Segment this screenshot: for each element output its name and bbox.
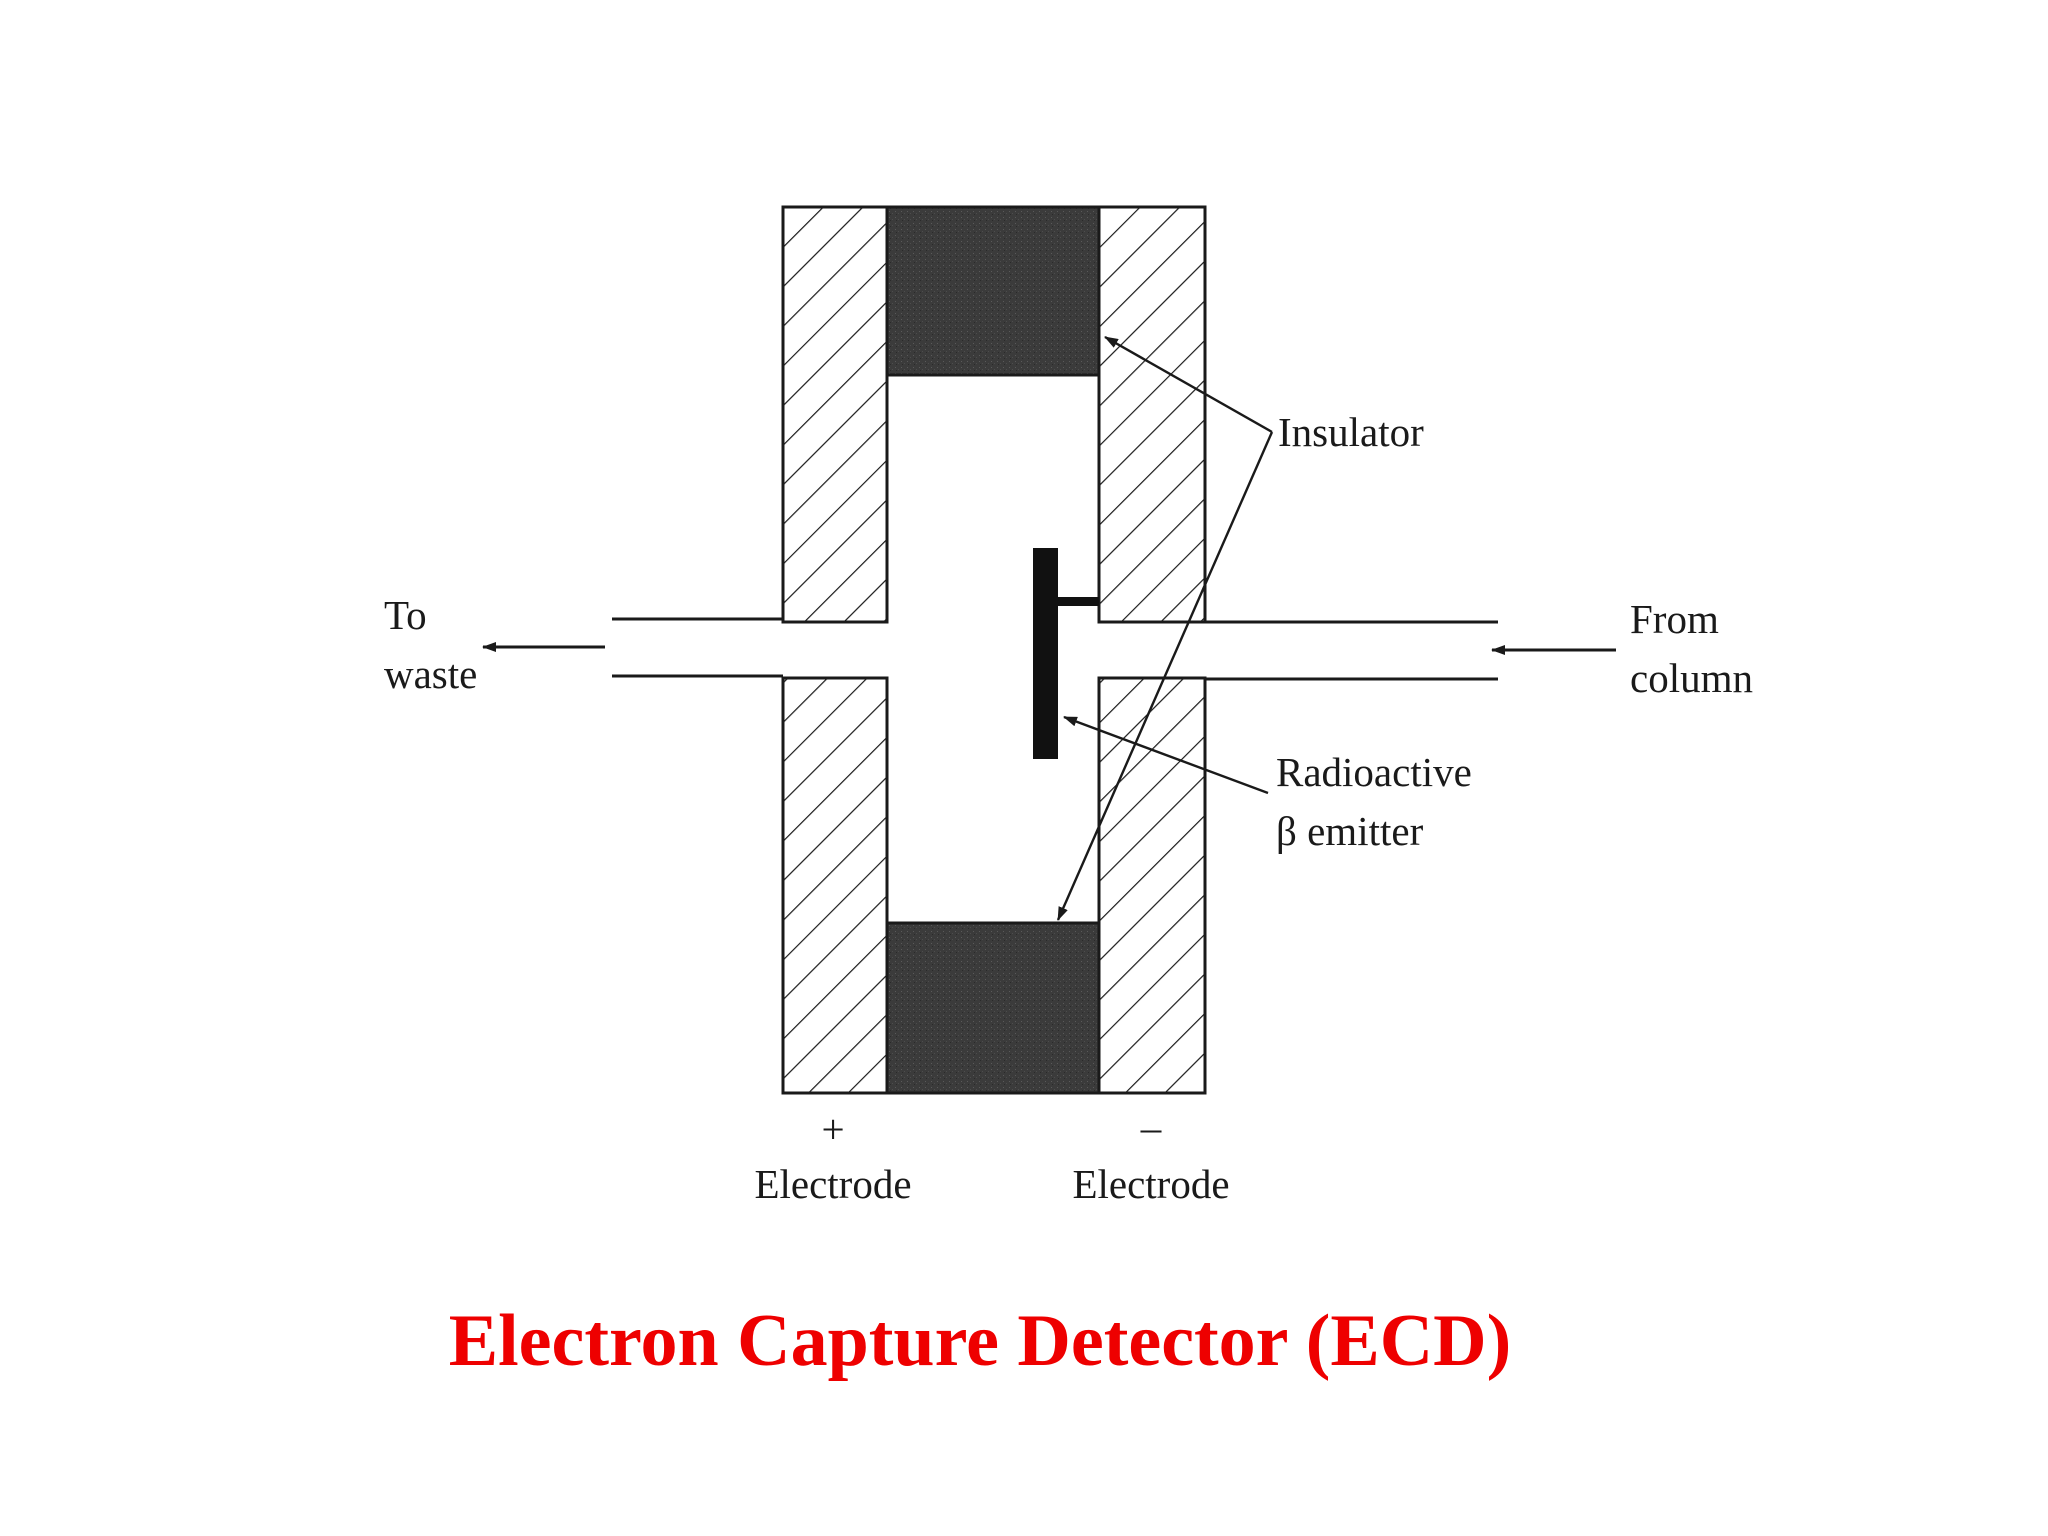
insulator-pointer-lines	[1056, 335, 1274, 921]
emitter-label-line1: Radioactive	[1276, 749, 1472, 795]
positive-electrode-wall	[781, 205, 889, 1095]
negative-sign: –	[1140, 1104, 1162, 1150]
insulator-label: Insulator	[1278, 409, 1424, 455]
insulator-bottom-block	[885, 921, 1101, 1095]
diagram-title: Electron Capture Detector (ECD)	[449, 1300, 1511, 1382]
emitter-pointer-line	[1063, 715, 1269, 795]
negative-electrode-label: Electrode	[1072, 1161, 1229, 1207]
beta-emitter	[1033, 548, 1099, 759]
from-column-label-line2: column	[1630, 655, 1753, 701]
negative-electrode-wall	[1097, 205, 1207, 1095]
insulator-top-block	[885, 205, 1101, 377]
gas-tube-left	[612, 617, 783, 678]
positive-sign: +	[821, 1106, 844, 1152]
to-waste-label-line1: To	[384, 592, 427, 638]
emitter-label-line2: β emitter	[1276, 808, 1424, 854]
to-waste-label-line2: waste	[384, 651, 477, 697]
from-column-label-line1: From	[1630, 596, 1719, 642]
positive-electrode-label: Electrode	[754, 1161, 911, 1207]
gas-tube-right	[1205, 620, 1498, 681]
